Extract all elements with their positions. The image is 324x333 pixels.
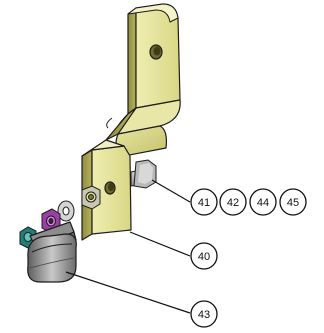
bolt-part [81, 159, 157, 210]
leader-lines [65, 179, 191, 314]
callout-45: 45 [279, 188, 307, 216]
leader-40 [129, 231, 191, 257]
callout-balloons: 41 42 44 45 40 43 [190, 188, 307, 328]
callout-40: 40 [190, 242, 218, 270]
callout-44: 44 [249, 188, 277, 216]
callout-41-label: 41 [198, 197, 210, 209]
callout-41: 41 [190, 188, 218, 216]
callout-44-label: 44 [257, 197, 269, 209]
washer-part [57, 200, 75, 222]
leader-41 [151, 179, 191, 203]
clamp-band [27, 233, 77, 283]
bracket-upper-side [127, 7, 137, 115]
callout-43-label: 43 [198, 309, 210, 321]
bracket-top-edge [127, 3, 179, 23]
callout-42: 42 [219, 188, 247, 216]
leader-43 [65, 271, 191, 314]
callout-43: 43 [190, 300, 218, 328]
clamp-part [27, 221, 77, 283]
callout-42-label: 42 [227, 197, 239, 209]
callout-45-label: 45 [287, 197, 299, 209]
bracket-part [81, 3, 181, 241]
callout-40-label: 40 [198, 251, 210, 263]
